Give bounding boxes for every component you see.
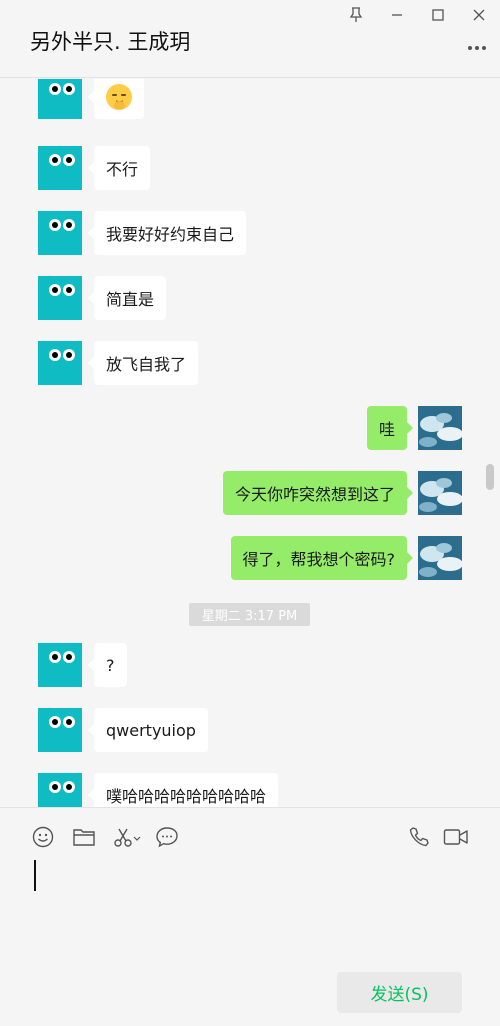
message-row: 今天你咋突然想到这了 bbox=[0, 471, 500, 515]
chat-title: 另外半只. 王成玥 bbox=[30, 30, 191, 54]
my-avatar[interactable] bbox=[418, 406, 462, 450]
message-bubble[interactable] bbox=[88, 79, 144, 119]
scrollbar-thumb[interactable] bbox=[486, 464, 494, 490]
folder-icon[interactable] bbox=[71, 824, 97, 850]
message-row: 得了，帮我想个密码? bbox=[0, 536, 500, 580]
message-row bbox=[0, 79, 500, 119]
message-bubble[interactable]: 得了，帮我想个密码? bbox=[230, 536, 413, 580]
emoji-icon[interactable] bbox=[30, 824, 56, 850]
close-icon[interactable] bbox=[466, 4, 492, 26]
chat-bubble-icon[interactable] bbox=[154, 824, 180, 850]
my-avatar[interactable] bbox=[418, 471, 462, 515]
contact-avatar[interactable] bbox=[38, 643, 82, 687]
message-bubble[interactable]: 我要好好约束自己 bbox=[87, 211, 247, 255]
contact-avatar[interactable] bbox=[38, 276, 82, 320]
more-options-icon[interactable] bbox=[468, 44, 490, 52]
message-bubble[interactable]: 放飞自我了 bbox=[87, 341, 199, 385]
message-row: qwertyuiop bbox=[0, 708, 500, 752]
contact-avatar[interactable] bbox=[38, 773, 82, 807]
chat-header: 另外半只. 王成玥 bbox=[0, 0, 500, 78]
contact-avatar[interactable] bbox=[38, 211, 82, 255]
message-bubble[interactable]: 噗哈哈哈哈哈哈哈哈哈 bbox=[87, 773, 279, 807]
message-input-caret[interactable] bbox=[34, 860, 36, 891]
message-row: 哇 bbox=[0, 406, 500, 450]
message-bubble[interactable]: 今天你咋突然想到这了 bbox=[222, 471, 414, 515]
message-bubble[interactable]: qwertyuiop bbox=[88, 708, 208, 752]
message-row: 不行 bbox=[0, 146, 500, 190]
pin-icon[interactable] bbox=[343, 4, 369, 26]
message-row: ? bbox=[0, 643, 500, 687]
contact-avatar[interactable] bbox=[38, 146, 82, 190]
message-bubble[interactable]: ? bbox=[88, 643, 127, 687]
maximize-icon[interactable] bbox=[425, 4, 451, 26]
contact-avatar[interactable] bbox=[38, 341, 82, 385]
message-row: 简直是 bbox=[0, 276, 500, 320]
contact-avatar[interactable] bbox=[38, 79, 82, 119]
send-button[interactable]: 发送(S) bbox=[337, 972, 462, 1013]
phone-icon[interactable] bbox=[406, 824, 432, 850]
video-call-icon[interactable] bbox=[442, 824, 470, 850]
message-bubble[interactable]: 不行 bbox=[87, 146, 151, 190]
message-list[interactable]: 不行 我要好好约束自己 简直是 放飞自我了 哇 今天你咋突然想到这了 得了，帮我… bbox=[0, 79, 500, 807]
message-row: 我要好好约束自己 bbox=[0, 211, 500, 255]
my-avatar[interactable] bbox=[418, 536, 462, 580]
contact-avatar[interactable] bbox=[38, 708, 82, 752]
composer: 发送(S) bbox=[0, 807, 500, 1026]
minimize-icon[interactable] bbox=[384, 4, 410, 26]
message-row: 噗哈哈哈哈哈哈哈哈哈 bbox=[0, 773, 500, 807]
message-bubble[interactable]: 哇 bbox=[366, 406, 414, 450]
message-row: 放飞自我了 bbox=[0, 341, 500, 385]
scissors-icon[interactable] bbox=[112, 824, 142, 850]
message-timestamp: 星期二 3:17 PM bbox=[189, 603, 310, 626]
face-with-hand-over-mouth-icon bbox=[106, 84, 132, 110]
message-bubble[interactable]: 简直是 bbox=[87, 276, 167, 320]
